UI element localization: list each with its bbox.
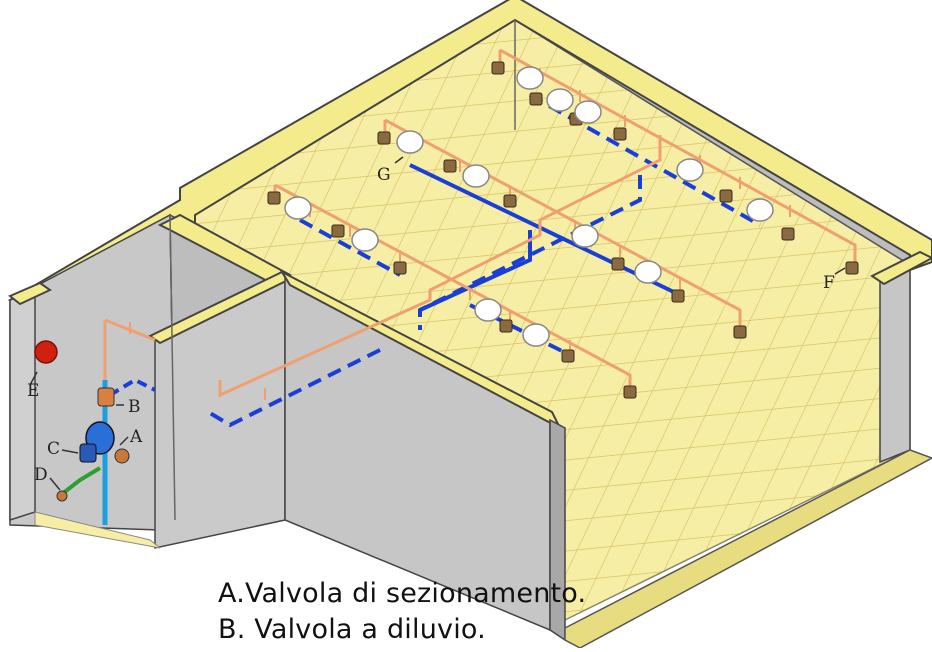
front-wall-left-top bbox=[8, 281, 52, 306]
front-wall-left bbox=[9, 288, 36, 522]
front-wall-right bbox=[879, 266, 911, 464]
caption-valve-b: B. Valvola a diluvio. bbox=[218, 614, 486, 645]
valve-assembly bbox=[56, 380, 130, 525]
label-e: E bbox=[27, 381, 39, 401]
valve-room-corner bbox=[169, 214, 176, 521]
drain-valve bbox=[56, 490, 68, 502]
shutoff-handwheel bbox=[114, 448, 130, 464]
label-g: G bbox=[377, 165, 391, 185]
heat-detectors bbox=[284, 66, 774, 347]
label-c: C bbox=[47, 439, 60, 459]
label-a: A bbox=[129, 427, 143, 447]
floor-edge bbox=[564, 449, 932, 649]
sprinkler-row-1 bbox=[491, 61, 859, 275]
label-f: F bbox=[823, 273, 835, 293]
check-valve bbox=[79, 443, 97, 463]
alarm-bell-icon bbox=[34, 340, 58, 364]
deluge-valve bbox=[97, 387, 115, 407]
sprinkler-row-2 bbox=[377, 131, 747, 339]
sprinkler-heads bbox=[267, 61, 859, 399]
front-wall-right-top bbox=[870, 250, 932, 286]
caption-valve-a: A.Valvola di sezionamento. bbox=[218, 578, 587, 609]
label-b: B bbox=[128, 397, 141, 417]
detection-lines bbox=[108, 93, 761, 428]
label-d: D bbox=[34, 465, 48, 485]
valve-room-floor bbox=[34, 511, 161, 549]
sprinkler-row-3 bbox=[267, 191, 637, 399]
sprinkler-pipes bbox=[103, 48, 857, 398]
label-leaders bbox=[29, 156, 846, 491]
